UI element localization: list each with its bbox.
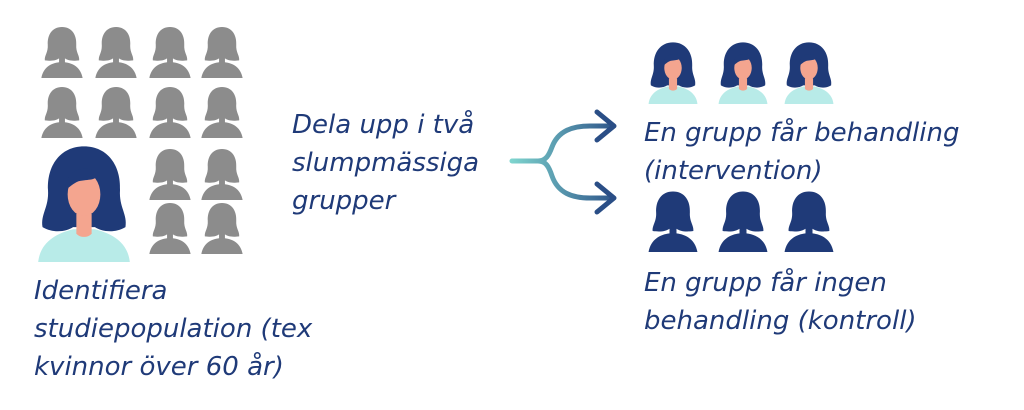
population-label: Identifiera studiepopulation (tex kvinno… [34, 272, 312, 386]
woman-silhouette-icon [648, 191, 698, 252]
woman-silhouette-icon [149, 86, 191, 138]
woman-silhouette-icon [41, 86, 83, 138]
population-label-line-1: Identifiera [34, 276, 168, 306]
woman-silhouette-icon [149, 202, 191, 254]
control-label-line-1: En grupp får ingen [644, 268, 887, 298]
population-label-line-3: kvinnor över 60 år) [34, 352, 284, 382]
woman-portrait-icon [784, 42, 834, 104]
randomize-label-line-2: slumpmässiga [292, 148, 480, 178]
woman-portrait-icon [38, 146, 130, 262]
woman-portrait-icon [648, 42, 698, 104]
control-label: En grupp får ingen behandling (kontroll) [644, 264, 917, 340]
randomize-label-line-1: Dela upp i två [292, 110, 475, 140]
control-label-line-2: behandling (kontroll) [644, 306, 917, 336]
intervention-label: En grupp får behandling (intervention) [644, 114, 959, 190]
woman-silhouette-icon [149, 26, 191, 78]
intervention-label-line-2: (intervention) [644, 156, 823, 186]
woman-silhouette-icon [95, 86, 137, 138]
woman-silhouette-icon [149, 148, 191, 200]
woman-silhouette-icon [201, 26, 243, 78]
woman-silhouette-icon [41, 26, 83, 78]
woman-portrait-icon [718, 42, 768, 104]
woman-silhouette-icon [201, 148, 243, 200]
intervention-label-line-1: En grupp får behandling [644, 118, 960, 148]
randomize-label-line-3: grupper [292, 186, 396, 216]
woman-silhouette-icon [718, 191, 768, 252]
woman-silhouette-icon [201, 86, 243, 138]
woman-silhouette-icon [201, 202, 243, 254]
randomize-label: Dela upp i två slumpmässiga grupper [292, 106, 479, 220]
population-label-line-2: studiepopulation (tex [34, 314, 313, 344]
woman-silhouette-icon [784, 191, 834, 252]
woman-silhouette-icon [95, 26, 137, 78]
